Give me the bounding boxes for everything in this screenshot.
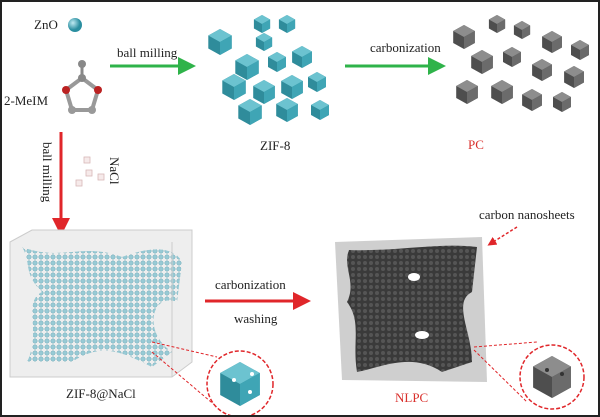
memim-label: 2-MeIM — [4, 93, 48, 108]
zif8-nacl-label: ZIF-8@NaCl — [66, 386, 136, 401]
nanosheets-pointer-arrow — [487, 226, 518, 246]
zno-sphere-icon — [68, 18, 82, 32]
carbonization-top-label: carbonization — [370, 40, 441, 55]
carbon-nanosheets-label: carbon nanosheets — [479, 207, 575, 222]
nlpc-magnified-icon — [473, 341, 585, 410]
ball-milling-side-label: ball milling — [40, 142, 55, 203]
carbonization-bottom-label: carbonization — [215, 277, 286, 292]
zif8-crystals — [208, 15, 329, 125]
zif8-magnified-icon — [151, 341, 274, 415]
pc-label: PC — [468, 137, 484, 152]
nacl-crystals-icon — [75, 156, 105, 187]
nacl-label: NaCl — [107, 157, 122, 185]
zno-label: ZnO — [34, 17, 58, 32]
washing-label: washing — [234, 311, 278, 326]
nlpc-label: NLPC — [395, 390, 428, 405]
ball-milling-top-label: ball milling — [117, 45, 178, 60]
nlpc-structure — [335, 237, 487, 382]
zif8-label: ZIF-8 — [260, 138, 290, 153]
zif8-nacl-composite — [9, 229, 193, 378]
pc-crystals — [453, 15, 589, 112]
memim-molecule-icon — [62, 60, 102, 114]
